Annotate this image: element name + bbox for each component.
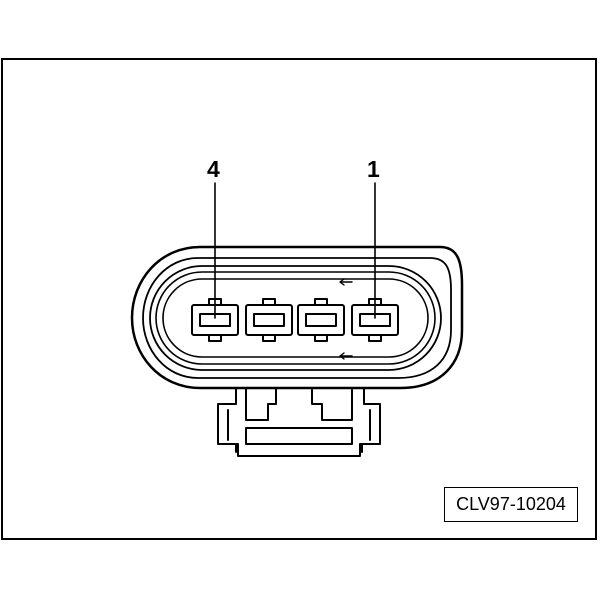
seal-ring-inner — [162, 278, 429, 358]
pin-cavity-2 — [297, 298, 345, 342]
callout-pin-1: 1 — [367, 156, 380, 182]
connector-housing-inner — [142, 257, 452, 379]
figure-reference-code: CLV97-10204 — [444, 487, 578, 522]
pin-cavity-3 — [245, 298, 293, 342]
callout-pin-4: 4 — [207, 156, 220, 182]
ring-marker-top — [339, 278, 353, 286]
seal-ring-middle — [155, 271, 436, 365]
ring-marker-bottom — [339, 352, 353, 360]
locking-tab — [217, 371, 381, 457]
seal-ring-outer — [149, 265, 442, 371]
